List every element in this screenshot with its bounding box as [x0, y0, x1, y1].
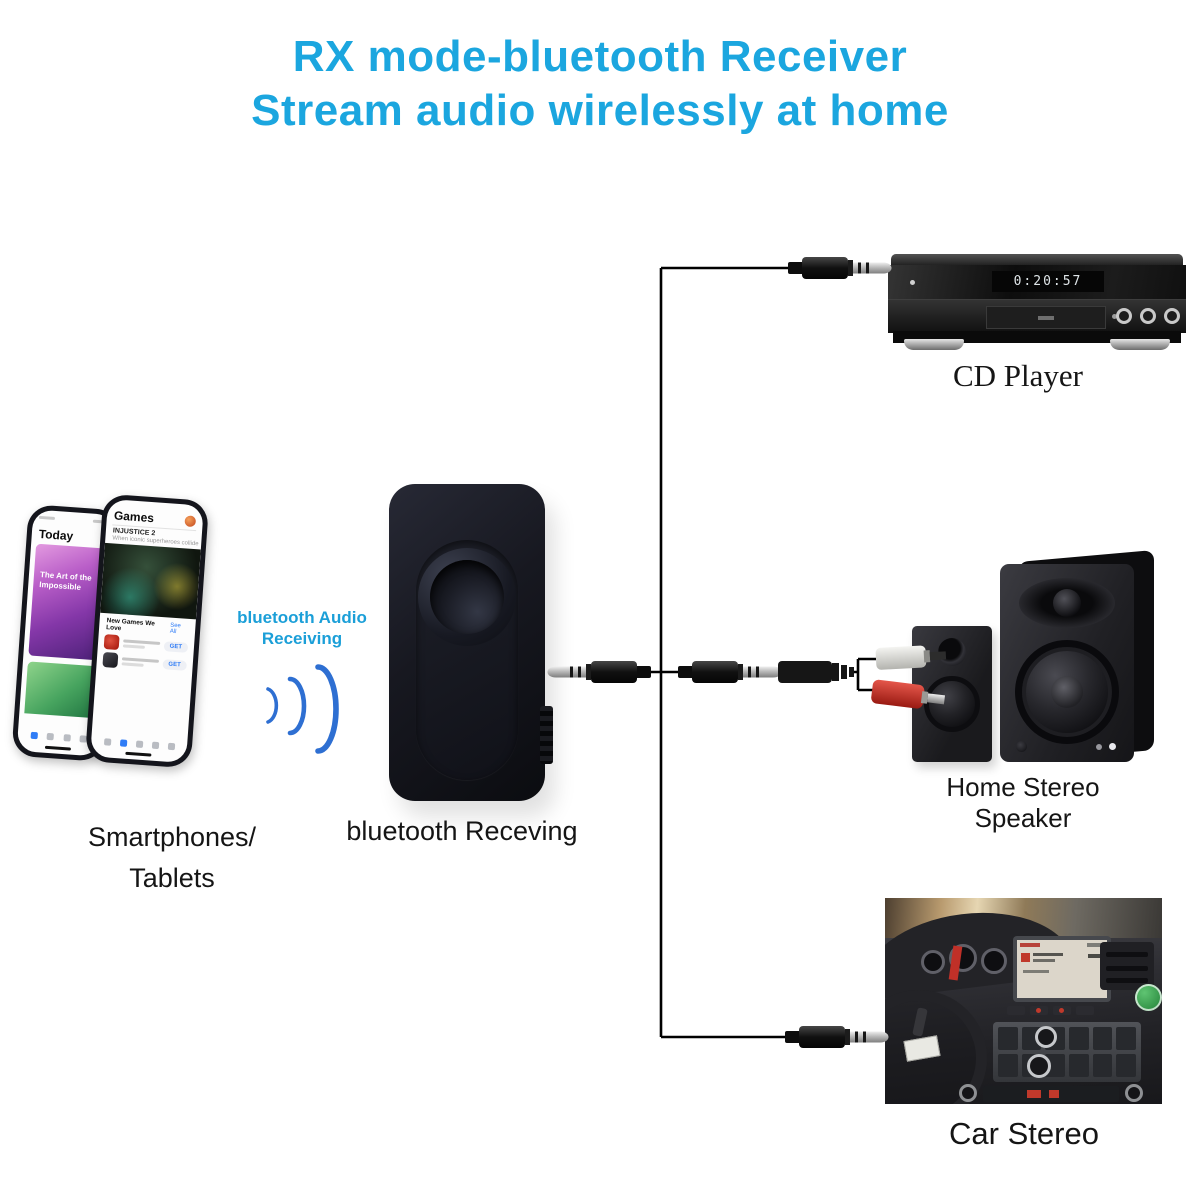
cd-player-display: 0:20:57 — [992, 271, 1104, 292]
cd-player-label: CD Player — [952, 358, 1084, 393]
bt-text-line1: bluetooth Audio — [237, 608, 367, 627]
receiver-side-switch — [540, 706, 553, 764]
bluetooth-receiver-image — [389, 484, 553, 801]
get-button: GET — [162, 658, 188, 671]
car-stereo-label: Car Stereo — [949, 1116, 1099, 1151]
app-list-item: GET — [103, 634, 189, 655]
bt-text-line2: Receiving — [261, 629, 343, 648]
aux-jack-adapter — [678, 661, 782, 683]
console-knob — [1027, 1054, 1051, 1078]
woofer-dust-cap — [1051, 676, 1083, 708]
green-sticker — [1135, 984, 1162, 1011]
tab-bar — [91, 737, 187, 751]
speaker-indicator — [1109, 743, 1116, 750]
cd-player-foot — [1110, 339, 1170, 350]
games-section-header: New Games We Love See All — [106, 617, 189, 637]
get-button: GET — [163, 640, 189, 653]
section-title: New Games We Love — [105, 617, 156, 633]
tweeter — [938, 638, 966, 666]
app-icon — [103, 634, 120, 651]
game-banner-image — [100, 542, 201, 620]
app-icon — [102, 652, 119, 669]
air-vent — [1100, 942, 1154, 990]
smartphones-label: Smartphones/ Tablets — [88, 817, 256, 899]
climate-panel — [959, 1084, 1143, 1102]
smartphone-right: Games INJUSTICE 2 When iconic superheroe… — [84, 493, 210, 769]
woofer — [1015, 640, 1119, 744]
climate-knob — [1125, 1084, 1143, 1102]
status-bar — [38, 513, 110, 528]
console-buttons — [998, 1027, 1136, 1077]
cd-player-power-led — [910, 280, 915, 285]
app-text-lines — [121, 655, 159, 670]
cd-player-front-panel — [888, 299, 1186, 333]
smartphone-right-screen: Games INJUSTICE 2 When iconic superheroe… — [90, 498, 204, 764]
page-title: RX mode-bluetooth Receiver Stream audio … — [0, 30, 1200, 138]
bluetooth-audio-receiving-label: bluetooth Audio Receiving — [207, 607, 397, 649]
screen-button-row — [1007, 1006, 1094, 1015]
title-line-2: Stream audio wirelessly at home — [251, 86, 949, 135]
see-all-link: See All — [169, 622, 182, 636]
cd-player-image: 0:20:57 — [888, 254, 1186, 350]
speaker-front-face — [1000, 564, 1134, 762]
wireless-waves-icon — [266, 664, 339, 754]
home-stereo-speaker-label: Home Stereo Speaker — [946, 772, 1100, 833]
aux-jack-receiver — [547, 661, 651, 683]
avatar — [184, 514, 197, 527]
smartphones-label-line2: Tablets — [129, 863, 215, 893]
home-indicator — [44, 745, 72, 751]
receiver-button-ring — [418, 548, 516, 646]
infotainment-display — [1017, 940, 1107, 998]
speaker-small — [912, 626, 992, 762]
app-text-lines — [122, 637, 160, 652]
cd-disc-tray — [986, 306, 1106, 329]
cd-player-lid — [891, 254, 1183, 267]
cd-player-base — [893, 331, 1181, 343]
gauge — [921, 950, 945, 974]
rca-split-bracket — [851, 657, 876, 692]
receiver-label: bluetooth Receving — [346, 816, 578, 846]
infotainment-screen — [1013, 936, 1111, 1002]
gauge — [981, 948, 1007, 974]
aux-jack-cd — [788, 257, 892, 279]
home-stereo-speaker-image — [908, 556, 1152, 770]
today-card-title: The Art of the Impossible — [39, 570, 92, 592]
title-line-1: RX mode-bluetooth Receiver — [292, 32, 908, 81]
center-console — [993, 1022, 1141, 1082]
speaker-large — [1000, 556, 1152, 766]
aux-coupler — [778, 661, 854, 683]
cd-knob-buttons — [1116, 308, 1180, 324]
car-stereo-image — [885, 898, 1162, 1104]
games-title: Games — [113, 508, 155, 526]
climate-knob — [959, 1084, 977, 1102]
app-list-item: GET — [102, 652, 188, 673]
home-indicator — [125, 751, 152, 757]
speaker-indicator — [1096, 744, 1102, 750]
smartphones-image: Today The Art of the Impossible Games IN… — [11, 493, 210, 773]
console-knob — [1035, 1026, 1057, 1048]
woofer — [924, 676, 980, 732]
tweeter-recess — [1019, 578, 1115, 628]
speaker-port — [1016, 741, 1027, 752]
tweeter-dome — [1053, 589, 1081, 617]
receiver-button — [430, 560, 504, 634]
aux-jack-car — [785, 1026, 889, 1048]
smartphones-label-line1: Smartphones/ — [87, 822, 257, 852]
cd-player-foot — [904, 339, 964, 350]
